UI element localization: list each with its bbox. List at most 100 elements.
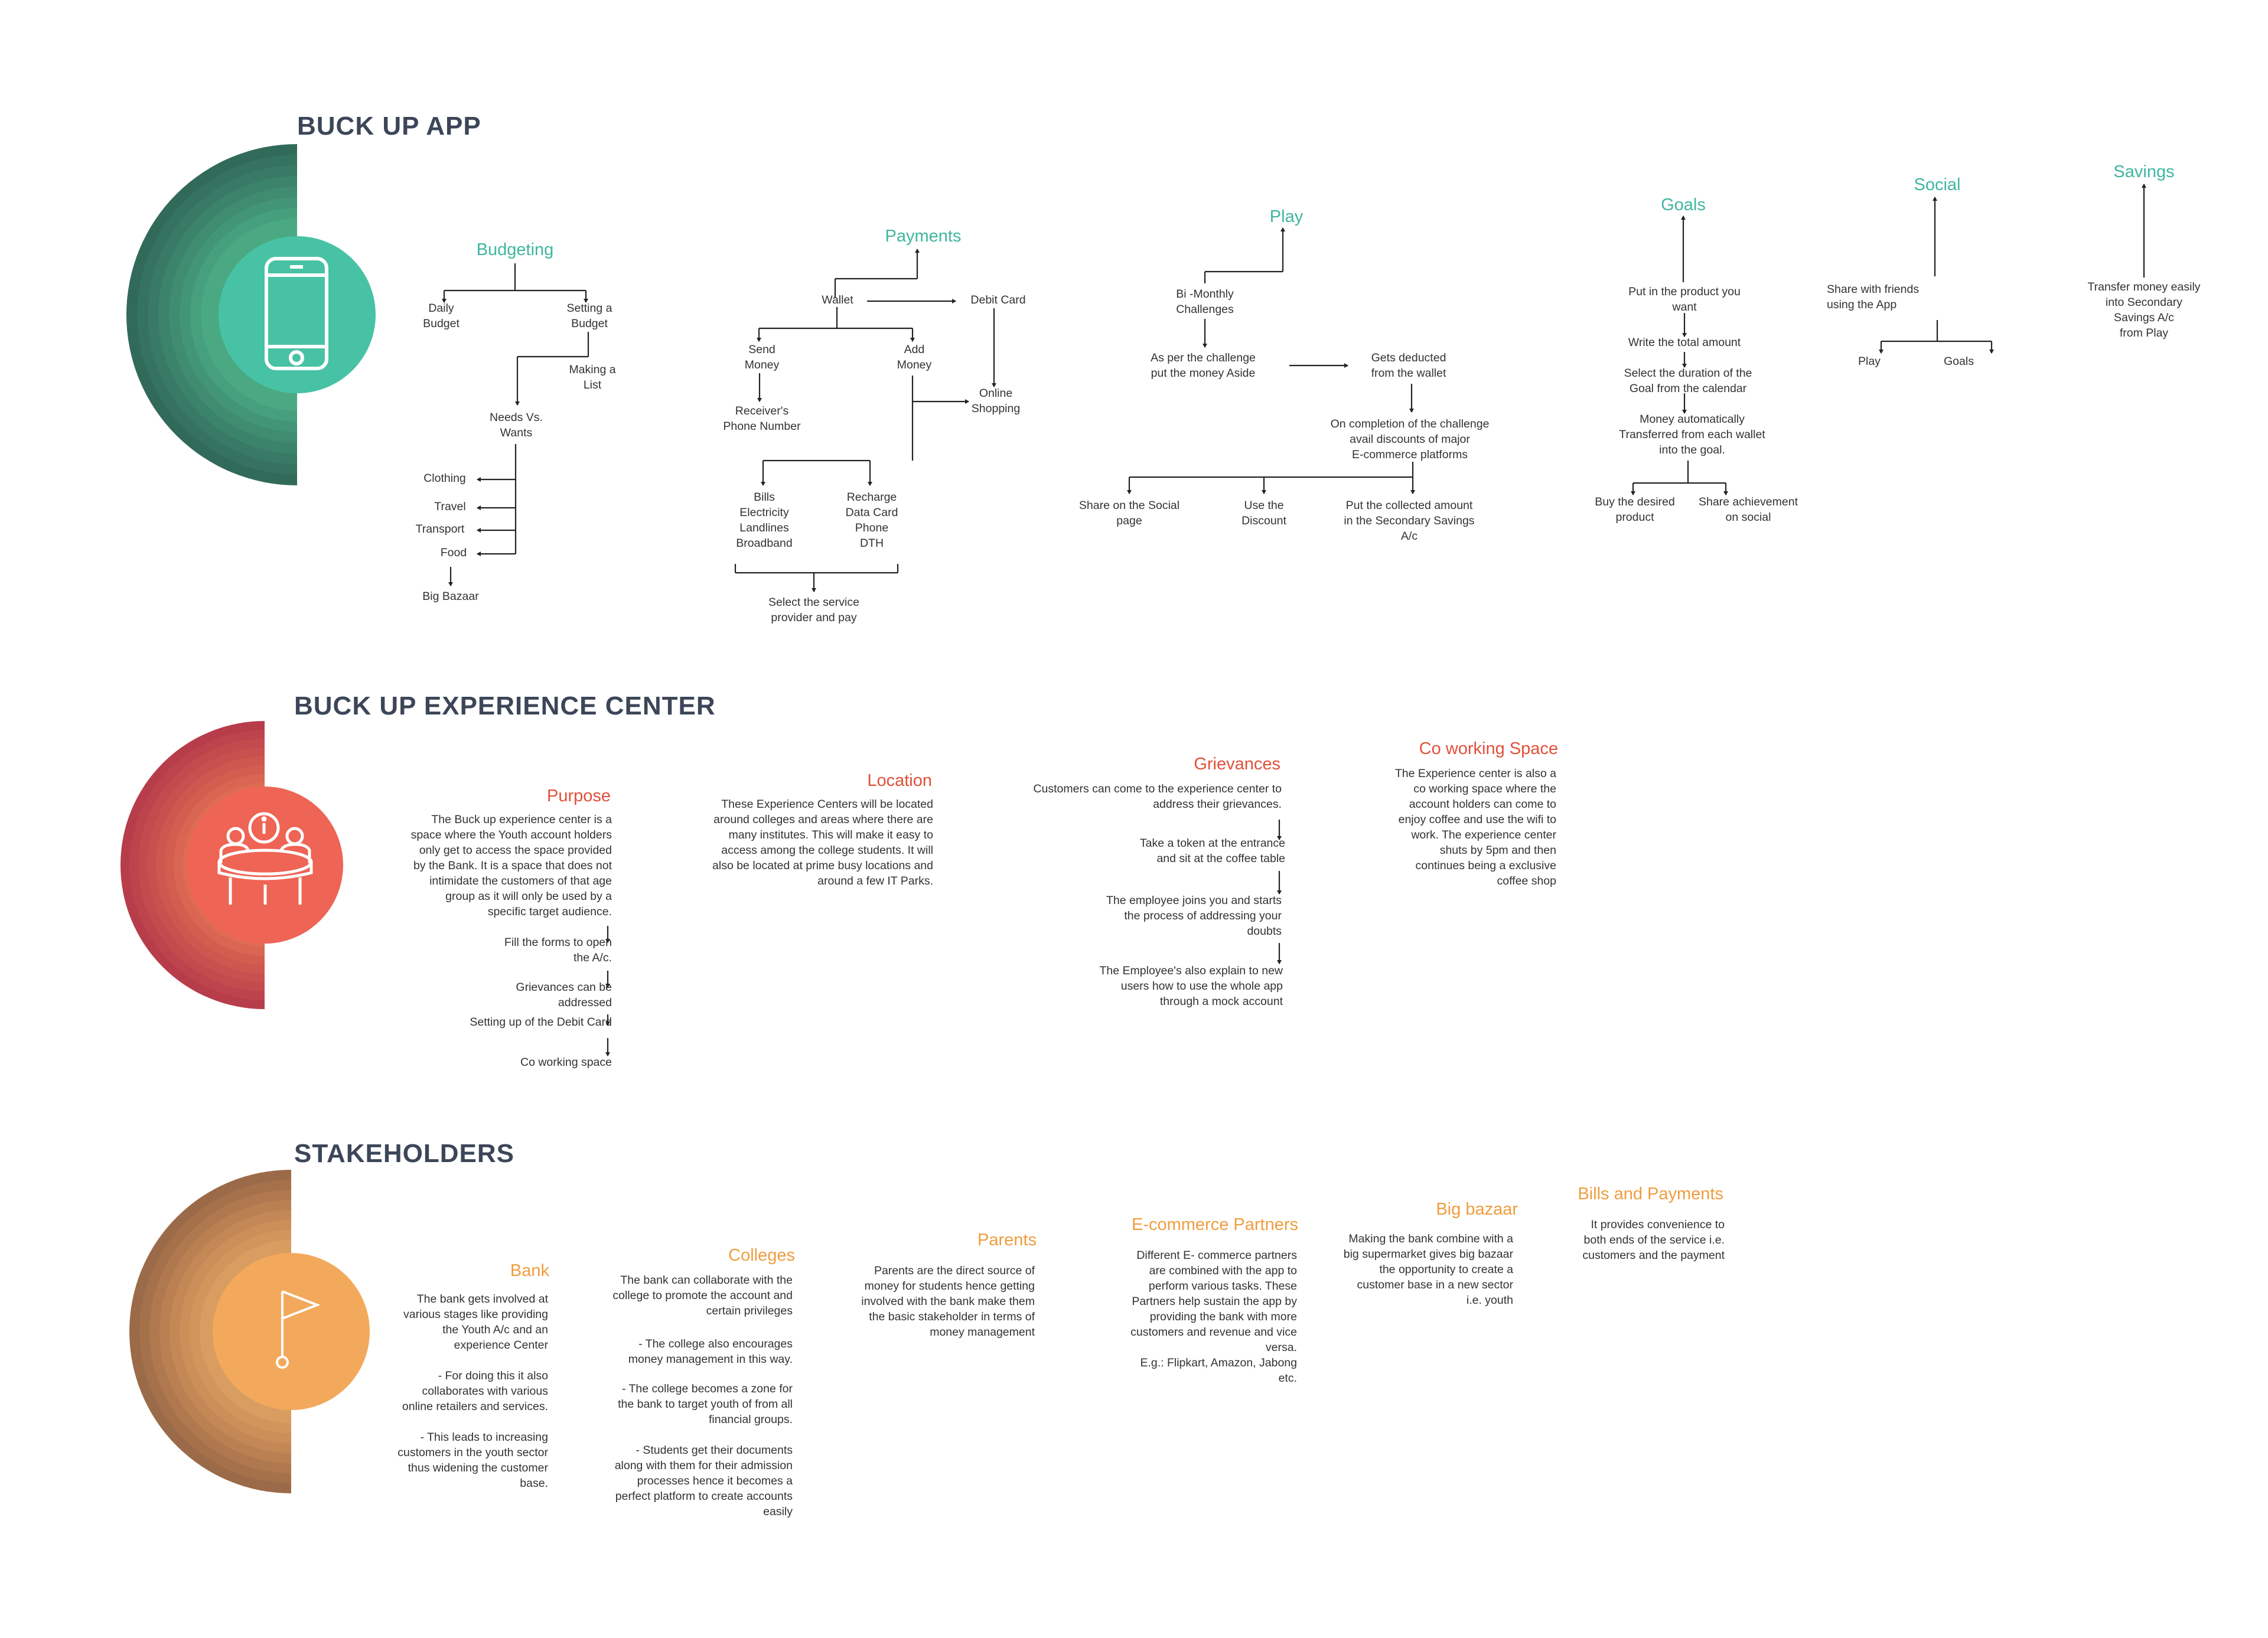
stakeholder-category-labels: Bank Colleges Parents E-commerce Partner…: [510, 1185, 1723, 1280]
social-text-0-line-2: using the App: [1827, 298, 1896, 311]
coworking-text-0-line-2: co working space where the: [1413, 782, 1556, 795]
payments-text-7-line-4: DTH: [860, 537, 884, 550]
ecommerce-text-0-line-7: versa.: [1266, 1341, 1297, 1354]
coworking-text-0-line-1: The Experience center is also a: [1395, 767, 1556, 780]
category-savings: Savings: [2113, 162, 2174, 181]
app-band-1: [126, 144, 2171, 485]
purpose-text-0-line-3: only get to access the space provided: [419, 844, 612, 857]
category-co-working-space: Co working Space: [1419, 739, 1558, 758]
purpose-text-0-line-5: intimidate the customers of that age: [429, 875, 612, 887]
payments-text-0: Wallet: [822, 293, 853, 306]
play-text-6-line-1: Put the collected amount: [1346, 499, 1473, 512]
bigbazaar-text-0-line-1: Making the bank combine with a: [1348, 1232, 1513, 1245]
play-text-6: Put the collected amount in the Secondary…: [1344, 499, 1474, 543]
social-text-0-line-1: Share with friends: [1827, 283, 1919, 296]
play-text-4-line-2: page: [1116, 514, 1142, 527]
location-text-0-line-6: around a few IT Parks.: [817, 875, 933, 887]
section-title-stakeholders: STAKEHOLDERS: [294, 1139, 514, 1168]
play-text-1-line-1: As per the challenge: [1151, 351, 1256, 364]
colleges-text-1-line-2: money management in this way.: [628, 1353, 793, 1366]
bigbazaar-text-0-line-2: big supermarket gives big bazaar: [1344, 1248, 1514, 1261]
ecommerce-text-0-line-8: E.g.: Flipkart, Amazon, Jabong: [1140, 1356, 1297, 1369]
meeting-table-icon: [217, 812, 313, 905]
play-text-3-line-1: On completion of the challenge: [1331, 417, 1490, 430]
play-text-3-line-2: avail discounts of major: [1350, 433, 1470, 446]
budgeting-text-3-line-1: Needs Vs.: [490, 411, 543, 424]
goals-text-1: Write the total amount: [1628, 336, 1741, 349]
purpose-text-3-line-1: Setting up of the Debit Card: [470, 1016, 612, 1029]
purpose-text-0-line-2: space where the Youth account holders: [411, 828, 612, 841]
payments-text-7-line-3: Phone: [855, 521, 888, 534]
play-text-5-line-2: Discount: [1241, 514, 1286, 527]
colleges-text-3-line-1: - Students get their documents: [636, 1444, 793, 1457]
payments-text-6-line-1: Bills: [754, 491, 775, 504]
play-text-5-line-1: Use the: [1244, 499, 1283, 512]
bank-text-0-line-1: The bank gets involved at: [417, 1293, 549, 1306]
app-band-group: [126, 144, 2171, 485]
grievances-text-2-line-2: the process of addressing your: [1124, 909, 1282, 922]
play-text-2-line-1: Gets deducted: [1371, 351, 1446, 364]
savings-text-0-line-3: Savings A/c: [2114, 311, 2174, 324]
social-text-2-line-1: Goals: [1944, 355, 1974, 368]
location-text-0-line-1: These Experience Centers will be located: [721, 798, 933, 811]
payments-text-2-line-2: Money: [745, 358, 780, 371]
category-grievances: Grievances: [1194, 755, 1280, 774]
social-text-1-line-1: Play: [1858, 355, 1881, 368]
goals-text-2-line-2: Goal from the calendar: [1630, 382, 1747, 395]
colleges-text-0-line-1: The bank can collaborate with the: [620, 1274, 793, 1287]
goals-text-3-line-1: Money automatically: [1640, 413, 1745, 426]
payments-text-2-line-1: Send: [748, 343, 775, 356]
experience-icon-circle: [186, 787, 343, 944]
grievances-text-1-line-1: Take a token at the entrance: [1140, 837, 1285, 850]
ecommerce-text-0-line-6: customers and revenue and vice: [1130, 1326, 1297, 1339]
budgeting-text-2-line-2: List: [584, 378, 602, 391]
parents-text-0-line-1: Parents are the direct source of: [874, 1264, 1035, 1277]
ecommerce-text-0-line-9: etc.: [1279, 1372, 1297, 1385]
coworking-text-0-line-4: enjoy coffee and use the wifi to: [1399, 813, 1557, 826]
grievances-text-3-line-3: through a mock account: [1160, 995, 1283, 1008]
purpose-text-0-line-4: by the Bank. It is a space that does not: [413, 859, 612, 872]
payments-text-6-line-4: Broadband: [736, 537, 792, 550]
purpose-text-2-line-2: addressed: [558, 996, 612, 1009]
grievances-text-2-line-1: The employee joins you and starts: [1106, 894, 1282, 907]
ecommerce-text-0-line-1: Different E- commerce partners: [1136, 1249, 1297, 1262]
category-social: Social: [1914, 175, 1961, 194]
colleges-text-0-line-3: certain privileges: [706, 1304, 793, 1317]
category-location: Location: [867, 771, 932, 790]
budgeting-text-7-line-1: Food: [441, 546, 467, 559]
parents-text-0-line-5: money management: [930, 1326, 1035, 1339]
payments-text-1-line-1: Debit Card: [970, 293, 1025, 306]
budgeting-text-0-line-1: Daily: [428, 302, 454, 315]
play-text-6-line-2: in the Secondary Savings: [1344, 514, 1474, 527]
bigbazaar-text-0-line-5: i.e. youth: [1467, 1294, 1513, 1307]
bank-text-2-line-3: thus widening the customer: [408, 1461, 549, 1474]
savings-text-0-line-1: Transfer money easily: [2087, 280, 2200, 293]
play-text-3-line-3: E-commerce platforms: [1352, 448, 1468, 461]
payments-text-8-line-2: provider and pay: [771, 611, 857, 624]
budgeting-text-3: Needs Vs.Wants: [490, 411, 543, 439]
coworking-text-0-line-8: coffee shop: [1497, 875, 1557, 887]
purpose-text-1-line-1: Fill the forms to open: [504, 936, 612, 949]
coworking-text-0-line-7: continues being a exclusive: [1416, 859, 1557, 872]
payments-text-0-line-1: Wallet: [822, 293, 853, 306]
play-text-4-line-1: Share on the Social: [1079, 499, 1179, 512]
location-text-0-line-3: many institutes. This will make it easy …: [729, 828, 934, 841]
grievances-text-3-line-1: The Employee's also explain to new: [1100, 964, 1283, 977]
experience-flow-connectors: [605, 820, 1282, 1056]
ecommerce-text-0-line-5: providing the bank with more: [1150, 1310, 1297, 1323]
category-parents: Parents: [977, 1231, 1037, 1249]
